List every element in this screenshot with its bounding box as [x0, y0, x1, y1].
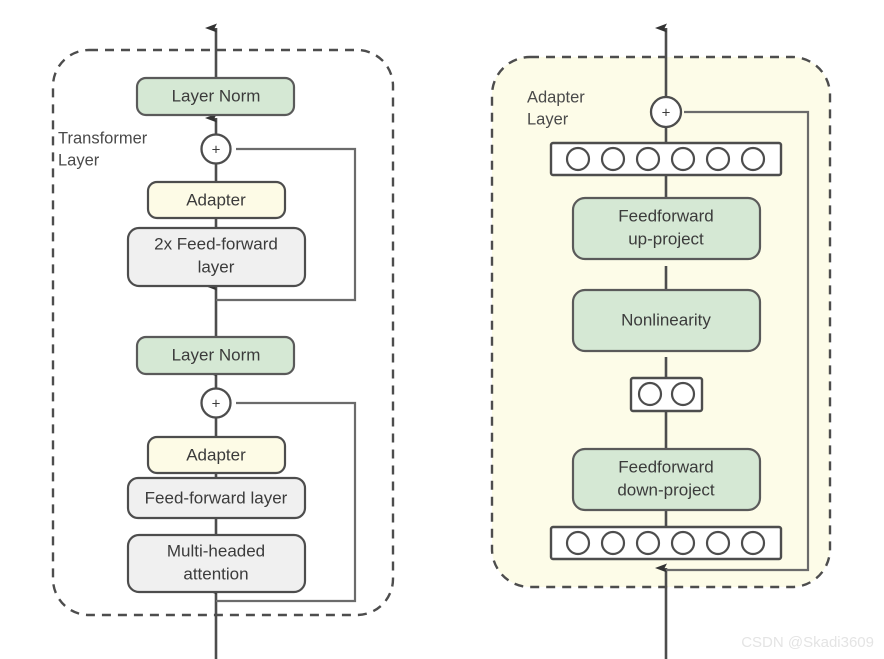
neuron-icon	[565, 530, 591, 556]
feed-forward-layer-box	[126, 476, 307, 520]
layer-norm-bottom-label: Layer Norm	[172, 345, 261, 364]
adapter-top-box	[146, 180, 287, 220]
layer-norm-top-block: Layer Norm	[135, 76, 296, 117]
residual-skip-bottom	[216, 401, 357, 603]
add-adapter-junction: +	[649, 95, 683, 129]
feedforward-down-project-label-line1: Feedforward	[618, 457, 713, 476]
adapter-bottom-box	[146, 435, 287, 475]
feed-forward-2x-label-line2: layer	[198, 257, 235, 276]
neuron-row-input	[549, 525, 783, 561]
multi-headed-attention-label-line1: Multi-headed	[167, 541, 265, 560]
transformer-layer-title-line2: Layer	[58, 151, 100, 169]
multi-headed-attention-label-line2: attention	[183, 564, 248, 583]
add-bottom-circle	[200, 387, 232, 419]
feed-forward-2x-block: 2x Feed-forward layer	[126, 226, 307, 288]
feedforward-up-project-label-line2: up-project	[628, 229, 704, 248]
transformer-layer-panel: Transformer Layer	[51, 23, 395, 659]
adapter-layer-panel: Adapter Layer	[490, 23, 832, 659]
feedforward-up-project-box	[571, 196, 762, 261]
neuron-icon	[670, 530, 696, 556]
transformer-layer-title-line1: Transformer	[58, 129, 148, 147]
nonlinearity-box	[571, 288, 762, 353]
feed-forward-2x-label-line1: 2x Feed-forward	[154, 234, 278, 253]
multi-headed-attention-box	[126, 533, 307, 594]
neuron-icon	[637, 381, 663, 407]
nonlinearity-label: Nonlinearity	[621, 310, 711, 329]
neuron-icon	[740, 146, 766, 172]
feed-forward-layer-block: Feed-forward layer	[126, 476, 307, 520]
neuron-icon	[635, 146, 661, 172]
add-adapter-plus-icon: +	[662, 105, 671, 122]
adapter-layer-title-line2: Layer	[527, 110, 569, 128]
residual-skip-top	[216, 147, 357, 302]
feedforward-up-project-block: Feedforward up-project	[571, 196, 762, 261]
add-top-circle	[200, 133, 232, 165]
neuron-row-output	[549, 141, 783, 177]
neuron-icon	[600, 530, 626, 556]
add-bottom-junction: +	[200, 387, 232, 419]
adapter-top-label: Adapter	[186, 190, 246, 209]
nonlinearity-block: Nonlinearity	[571, 288, 762, 353]
add-top-junction: +	[200, 133, 232, 165]
neuron-icon	[670, 146, 696, 172]
watermark: CSDN @Skadi3609	[741, 634, 874, 651]
neuron-icon	[635, 530, 661, 556]
layer-norm-top-box	[135, 76, 296, 117]
transformer-layer-dashed-border	[51, 48, 395, 617]
adapter-bottom-block: Adapter	[146, 435, 287, 475]
residual-skip-adapter	[666, 110, 810, 572]
neuron-row-bottleneck	[629, 376, 704, 413]
feedforward-down-project-label-line2: down-project	[617, 480, 715, 499]
neuron-icon	[740, 530, 766, 556]
add-adapter-circle	[649, 95, 683, 129]
neuron-icon	[565, 146, 591, 172]
add-top-plus-icon: +	[212, 142, 221, 159]
add-bottom-plus-icon: +	[212, 396, 221, 413]
layer-norm-bottom-block: Layer Norm	[135, 335, 296, 376]
neuron-icon	[705, 146, 731, 172]
feed-forward-2x-box	[126, 226, 307, 288]
feedforward-down-project-box	[571, 447, 762, 512]
layer-norm-top-label: Layer Norm	[172, 86, 261, 105]
neuron-icon	[670, 381, 696, 407]
feed-forward-layer-label: Feed-forward layer	[145, 488, 288, 507]
feedforward-down-project-block: Feedforward down-project	[571, 447, 762, 512]
neuron-icon	[705, 530, 731, 556]
multi-headed-attention-block: Multi-headed attention	[126, 533, 307, 594]
adapter-layer-title-line1: Adapter	[527, 88, 585, 106]
layer-norm-bottom-box	[135, 335, 296, 376]
feedforward-up-project-label-line1: Feedforward	[618, 206, 713, 225]
adapter-bottom-label: Adapter	[186, 445, 246, 464]
adapter-top-block: Adapter	[146, 180, 287, 220]
neuron-icon	[600, 146, 626, 172]
